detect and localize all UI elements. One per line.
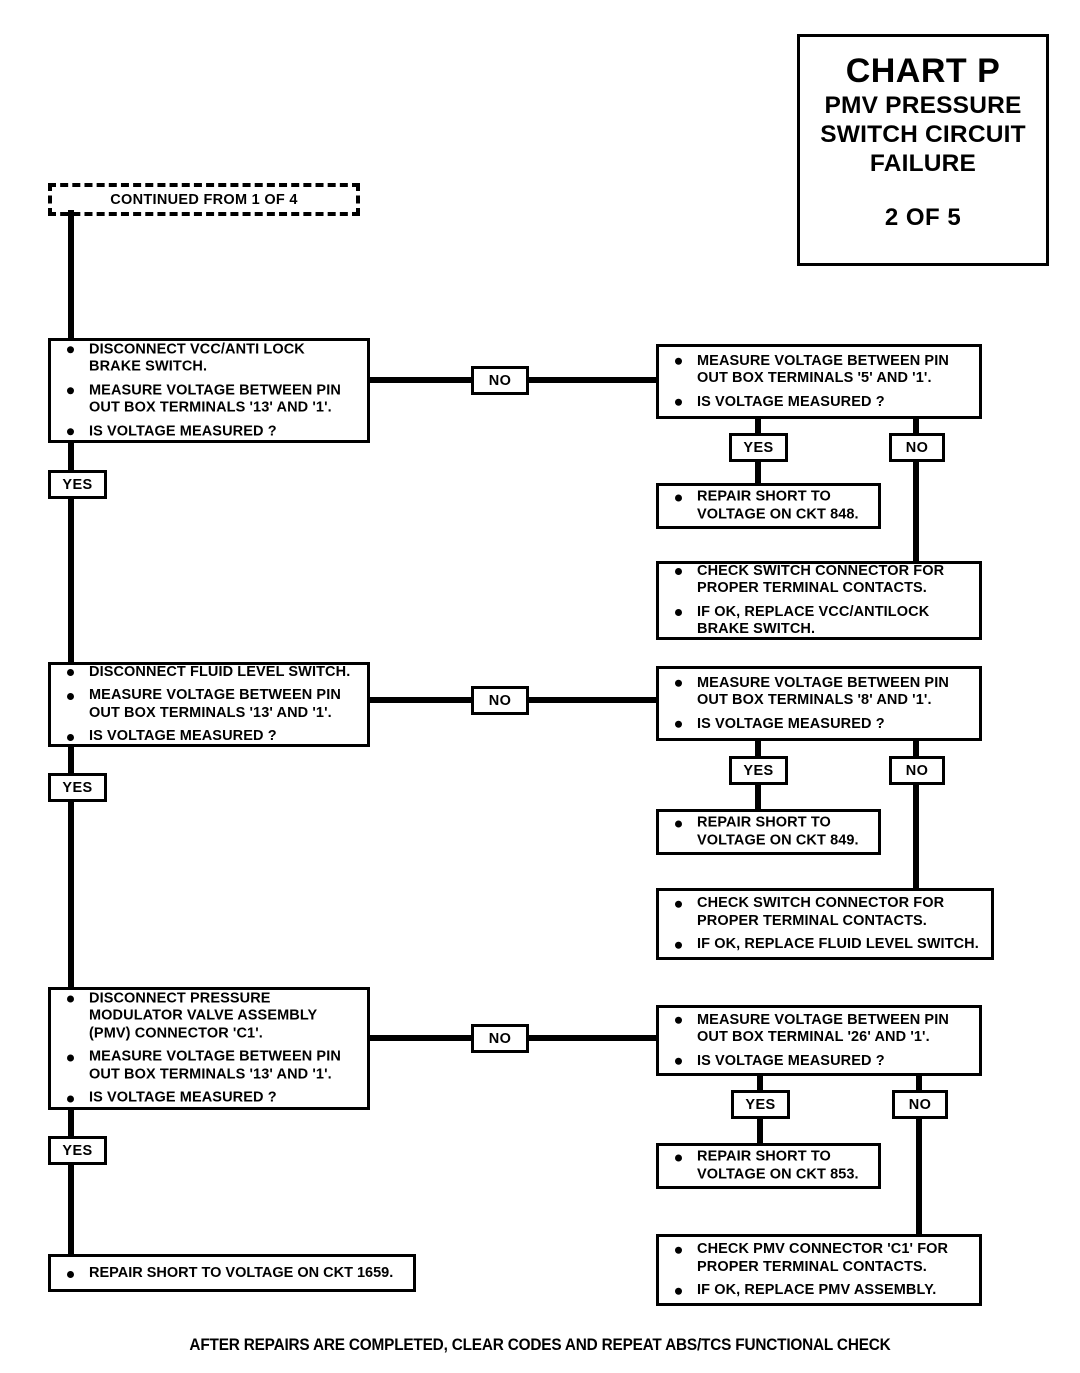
list-item: CHECK SWITCH CONNECTOR FOR PROPER TERMIN… <box>667 563 973 598</box>
branch-label-yes-1: YES <box>48 470 107 499</box>
connector-continued-to-test1 <box>68 210 74 338</box>
continued-from-box: CONTINUED FROM 1 OF 4 <box>48 183 360 216</box>
branch-label-yes-3: YES <box>48 1136 107 1165</box>
connector-measure3-no <box>916 1076 922 1236</box>
footer-note: AFTER REPAIRS ARE COMPLETED, CLEAR CODES… <box>189 1336 891 1354</box>
branch-label-no-measure-3: NO <box>892 1090 948 1119</box>
test-box-2: DISCONNECT FLUID LEVEL SWITCH. MEASURE V… <box>48 662 370 747</box>
branch-label-yes-measure-2: YES <box>729 756 788 785</box>
measure-box-3: MEASURE VOLTAGE BETWEEN PIN OUT BOX TERM… <box>656 1005 982 1076</box>
final-repair-text: REPAIR SHORT TO VOLTAGE ON CKT 1659. <box>59 1265 407 1281</box>
continued-from-label: CONTINUED FROM 1 OF 4 <box>110 191 298 208</box>
repair-box-1-list: REPAIR SHORT TO VOLTAGE ON CKT 848. <box>667 489 872 524</box>
list-item: MEASURE VOLTAGE BETWEEN PIN OUT BOX TERM… <box>59 382 361 417</box>
branch-label-text: YES <box>62 1142 93 1159</box>
branch-label-text: NO <box>905 439 929 456</box>
connector-measure2-no <box>913 741 919 890</box>
repair-box-2-list: REPAIR SHORT TO VOLTAGE ON CKT 849. <box>667 815 872 850</box>
list-item: DISCONNECT VCC/ANTI LOCK BRAKE SWITCH. <box>59 341 361 376</box>
list-item: IF OK, REPLACE VCC/ANTILOCK BRAKE SWITCH… <box>667 604 973 639</box>
test-box-3: DISCONNECT PRESSURE MODULATOR VALVE ASSE… <box>48 987 370 1110</box>
repair-box-3-list: REPAIR SHORT TO VOLTAGE ON CKT 853. <box>667 1149 872 1184</box>
branch-label-text: NO <box>488 1030 512 1047</box>
connector-measure1-no <box>913 419 919 563</box>
list-item: IF OK, REPLACE FLUID LEVEL SWITCH. <box>667 936 985 954</box>
title-block: CHART P PMV PRESSURE SWITCH CIRCUIT FAIL… <box>797 34 1049 266</box>
final-repair-box: REPAIR SHORT TO VOLTAGE ON CKT 1659. <box>48 1254 416 1292</box>
list-item: IS VOLTAGE MEASURED ? <box>59 423 361 441</box>
check-box-2: CHECK SWITCH CONNECTOR FOR PROPER TERMIN… <box>656 888 994 960</box>
list-item: IF OK, REPLACE PMV ASSEMBLY. <box>667 1282 973 1300</box>
check-box-3: CHECK PMV CONNECTOR 'C1' FOR PROPER TERM… <box>656 1234 982 1306</box>
connector-test2-yes <box>68 747 74 987</box>
branch-label-text: NO <box>488 372 512 389</box>
branch-label-text: YES <box>62 779 93 796</box>
list-item: MEASURE VOLTAGE BETWEEN PIN OUT BOX TERM… <box>59 687 361 722</box>
connector-test1-yes <box>68 443 74 662</box>
list-item: DISCONNECT PRESSURE MODULATOR VALVE ASSE… <box>59 990 361 1043</box>
list-item: IS VOLTAGE MEASURED ? <box>667 715 973 733</box>
test-box-1: DISCONNECT VCC/ANTI LOCK BRAKE SWITCH. M… <box>48 338 370 443</box>
list-item: IS VOLTAGE MEASURED ? <box>59 1090 361 1108</box>
list-item: MEASURE VOLTAGE BETWEEN PIN OUT BOX TERM… <box>59 1049 361 1084</box>
measure-box-2: MEASURE VOLTAGE BETWEEN PIN OUT BOX TERM… <box>656 666 982 741</box>
repair-box-1: REPAIR SHORT TO VOLTAGE ON CKT 848. <box>656 483 881 529</box>
chart-subtitle: PMV PRESSURE SWITCH CIRCUIT FAILURE <box>820 92 1026 177</box>
branch-label-text: YES <box>743 439 774 456</box>
branch-label-yes-2: YES <box>48 773 107 802</box>
branch-label-no-1: NO <box>471 366 529 395</box>
repair-box-2: REPAIR SHORT TO VOLTAGE ON CKT 849. <box>656 809 881 855</box>
branch-label-yes-measure-1: YES <box>729 433 788 462</box>
branch-label-no-measure-1: NO <box>889 433 945 462</box>
connector-test3-yes <box>68 1110 74 1257</box>
list-item: REPAIR SHORT TO VOLTAGE ON CKT 849. <box>667 815 872 850</box>
branch-label-text: YES <box>743 762 774 779</box>
check-box-1: CHECK SWITCH CONNECTOR FOR PROPER TERMIN… <box>656 561 982 640</box>
check-box-2-list: CHECK SWITCH CONNECTOR FOR PROPER TERMIN… <box>667 895 985 954</box>
branch-label-no-3: NO <box>471 1024 529 1053</box>
list-item: REPAIR SHORT TO VOLTAGE ON CKT 853. <box>667 1149 872 1184</box>
chart-id: CHART P <box>845 52 1001 90</box>
list-item: IS VOLTAGE MEASURED ? <box>667 393 973 411</box>
repair-box-3: REPAIR SHORT TO VOLTAGE ON CKT 853. <box>656 1143 881 1189</box>
list-item: IS VOLTAGE MEASURED ? <box>59 728 361 746</box>
list-item: DISCONNECT FLUID LEVEL SWITCH. <box>59 664 361 682</box>
branch-label-text: NO <box>908 1096 932 1113</box>
branch-label-text: YES <box>62 476 93 493</box>
list-item: MEASURE VOLTAGE BETWEEN PIN OUT BOX TERM… <box>667 674 973 709</box>
list-item: REPAIR SHORT TO VOLTAGE ON CKT 848. <box>667 489 872 524</box>
branch-label-text: YES <box>745 1096 776 1113</box>
branch-label-no-measure-2: NO <box>889 756 945 785</box>
list-item: IS VOLTAGE MEASURED ? <box>667 1052 973 1070</box>
branch-label-yes-measure-3: YES <box>731 1090 790 1119</box>
chart-page-number: 2 OF 5 <box>884 204 962 231</box>
list-item: CHECK SWITCH CONNECTOR FOR PROPER TERMIN… <box>667 895 985 930</box>
branch-label-text: NO <box>488 692 512 709</box>
test-box-3-list: DISCONNECT PRESSURE MODULATOR VALVE ASSE… <box>59 990 361 1107</box>
check-box-3-list: CHECK PMV CONNECTOR 'C1' FOR PROPER TERM… <box>667 1241 973 1300</box>
list-item: CHECK PMV CONNECTOR 'C1' FOR PROPER TERM… <box>667 1241 973 1276</box>
list-item: MEASURE VOLTAGE BETWEEN PIN OUT BOX TERM… <box>667 1011 973 1046</box>
measure-box-1: MEASURE VOLTAGE BETWEEN PIN OUT BOX TERM… <box>656 344 982 419</box>
branch-label-text: NO <box>905 762 929 779</box>
test-box-2-list: DISCONNECT FLUID LEVEL SWITCH. MEASURE V… <box>59 664 361 746</box>
measure-box-3-list: MEASURE VOLTAGE BETWEEN PIN OUT BOX TERM… <box>667 1011 973 1070</box>
measure-box-2-list: MEASURE VOLTAGE BETWEEN PIN OUT BOX TERM… <box>667 674 973 733</box>
check-box-1-list: CHECK SWITCH CONNECTOR FOR PROPER TERMIN… <box>667 563 973 639</box>
measure-box-1-list: MEASURE VOLTAGE BETWEEN PIN OUT BOX TERM… <box>667 352 973 411</box>
branch-label-no-2: NO <box>471 686 529 715</box>
list-item: MEASURE VOLTAGE BETWEEN PIN OUT BOX TERM… <box>667 352 973 387</box>
test-box-1-list: DISCONNECT VCC/ANTI LOCK BRAKE SWITCH. M… <box>59 341 361 441</box>
